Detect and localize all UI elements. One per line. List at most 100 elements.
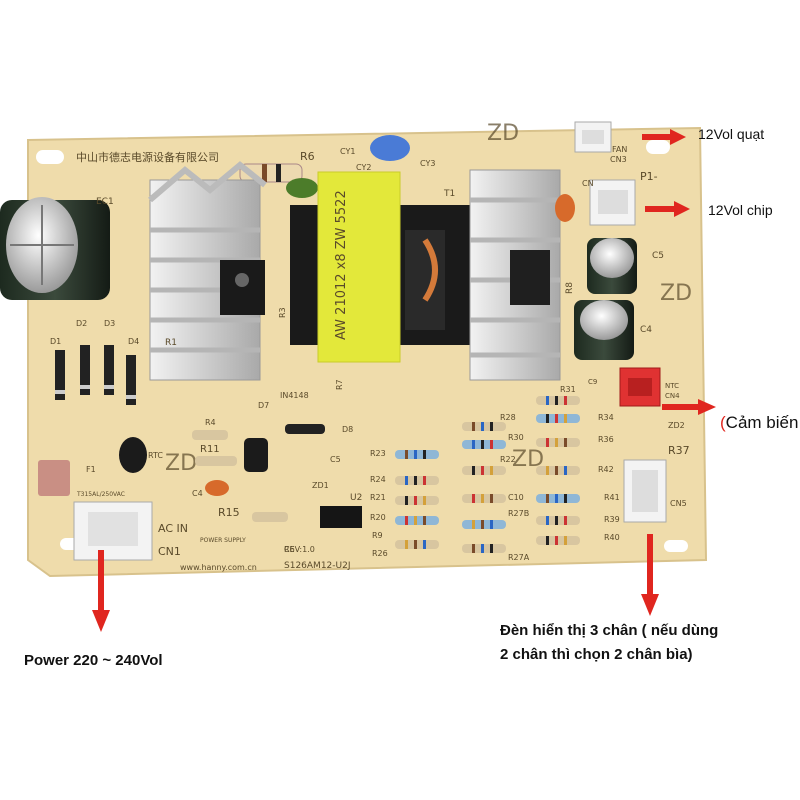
label-d3: D3: [104, 319, 115, 328]
resistor-band: [481, 494, 484, 503]
label-fan: FAN: [612, 145, 627, 154]
resistor-band: [555, 494, 558, 503]
resistor-band: [564, 438, 567, 447]
arrow-display: [641, 534, 659, 616]
resistor-band: [472, 466, 475, 475]
mounting-hole: [36, 150, 64, 164]
label-website: www.hanny.com.cn: [180, 563, 257, 572]
resistor-band: [423, 476, 426, 485]
resistor-band: [472, 520, 475, 529]
capacitor-green: [286, 178, 318, 198]
arrow-fan: [642, 129, 686, 145]
resistor-band: [564, 396, 567, 405]
resistor-band: [546, 438, 549, 447]
resistor-band: [414, 516, 417, 525]
resistor-band: [472, 422, 475, 431]
label-r27b: R27B: [508, 509, 529, 518]
resistor-band: [564, 494, 567, 503]
label-r39: R39: [604, 515, 620, 524]
resistor-band: [405, 476, 408, 485]
label-t1: T1: [443, 189, 455, 199]
label-r28: R28: [500, 413, 516, 422]
resistor-band: [546, 516, 549, 525]
resistor-band: [472, 440, 475, 449]
label-r8: R8: [565, 282, 575, 294]
arrow-sensor: [662, 399, 716, 415]
resistor-band: [555, 536, 558, 545]
capacitor-c4-small: [205, 480, 229, 496]
annotation-sensor-text: Cảm biến: [725, 413, 799, 432]
resistor-band: [405, 496, 408, 505]
label-p1: P1-: [640, 170, 658, 183]
label-rtc: RTC: [148, 451, 163, 460]
resistor-band: [546, 414, 549, 423]
label-r6: R6: [300, 150, 315, 163]
arrow-power: [92, 550, 110, 632]
label-r36: R36: [598, 435, 614, 444]
connector-ntc-cn4: [619, 367, 661, 407]
annotation-sensor: (Cảm biến): [720, 413, 799, 432]
resistor-band: [564, 414, 567, 423]
label-c4-small: C4: [192, 489, 203, 498]
label-r37: R37: [668, 444, 690, 457]
resistor-band: [414, 540, 417, 549]
label-ac-in: AC IN: [158, 522, 188, 535]
resistor-band: [405, 516, 408, 525]
resistor-band: [555, 396, 558, 405]
capacitor-ec1: EC1: [0, 197, 114, 300]
resistor-band: [423, 540, 426, 549]
resistor-band: [564, 466, 567, 475]
resistor-band: [481, 520, 484, 529]
label-r22: R22: [500, 455, 516, 464]
capacitor-cy1-blue: [370, 135, 410, 161]
capacitor-c5: C5: [587, 238, 664, 294]
label-r30: R30: [508, 433, 524, 442]
manufacturer-label: 中山市德志电源设备有限公司: [76, 150, 219, 164]
label-ec1: EC1: [96, 197, 114, 207]
label-c4: C4: [640, 325, 652, 335]
resistor-band: [481, 466, 484, 475]
arrow-chip: [645, 201, 690, 217]
resistor-band: [564, 536, 567, 545]
label-r27a: R27A: [508, 553, 530, 562]
label-cn: CN: [582, 179, 594, 188]
resistor-band: [414, 450, 417, 459]
transformer-t1: AW 21012 x8 ZW 5522: [290, 171, 470, 363]
resistor-band: [423, 496, 426, 505]
ic-u2: [320, 506, 362, 528]
label-r23: R23: [370, 449, 386, 458]
resistor-band: [490, 422, 493, 431]
label-u2: U2: [350, 493, 362, 503]
label-r11: R11: [200, 444, 220, 455]
watermark-zd: ZD: [487, 121, 519, 146]
label-r1: R1: [165, 338, 177, 348]
logo-power-supply: POWER SUPPLY: [200, 537, 246, 544]
resistor-band: [555, 466, 558, 475]
label-r15: R15: [218, 506, 240, 519]
transformer-marking: AW 21012 x8 ZW 5522: [334, 190, 349, 340]
connector-p1: P1- CN: [582, 170, 658, 226]
fuse-f1: [38, 460, 70, 496]
heatsink-left: [148, 161, 267, 381]
resistor-band: [405, 450, 408, 459]
resistor-band: [490, 494, 493, 503]
label-cn5: CN5: [670, 499, 687, 508]
label-r9: R9: [372, 531, 383, 540]
label-c10: C10: [508, 493, 524, 502]
label-r7: R7: [335, 379, 344, 390]
annotation-display-line1: Đèn hiển thị 3 chân ( nếu dùng: [500, 622, 719, 639]
resistor-band: [564, 516, 567, 525]
label-cy3: CY3: [420, 159, 435, 168]
thermistor-rtc: [119, 437, 147, 473]
annotation-fan: 12Vol quạt: [698, 126, 765, 142]
label-r31: R31: [560, 385, 576, 394]
resistor-band: [490, 440, 493, 449]
label-r41: R41: [604, 493, 620, 502]
resistor-rows: [395, 396, 580, 553]
annotation-power: Power 220 ~ 240Vol: [24, 652, 163, 669]
resistor-band: [472, 544, 475, 553]
label-c6: C6: [284, 545, 295, 554]
annotation-display-line2: 2 chân thì chọn 2 chân bìa): [500, 646, 693, 663]
resistor-band: [546, 396, 549, 405]
